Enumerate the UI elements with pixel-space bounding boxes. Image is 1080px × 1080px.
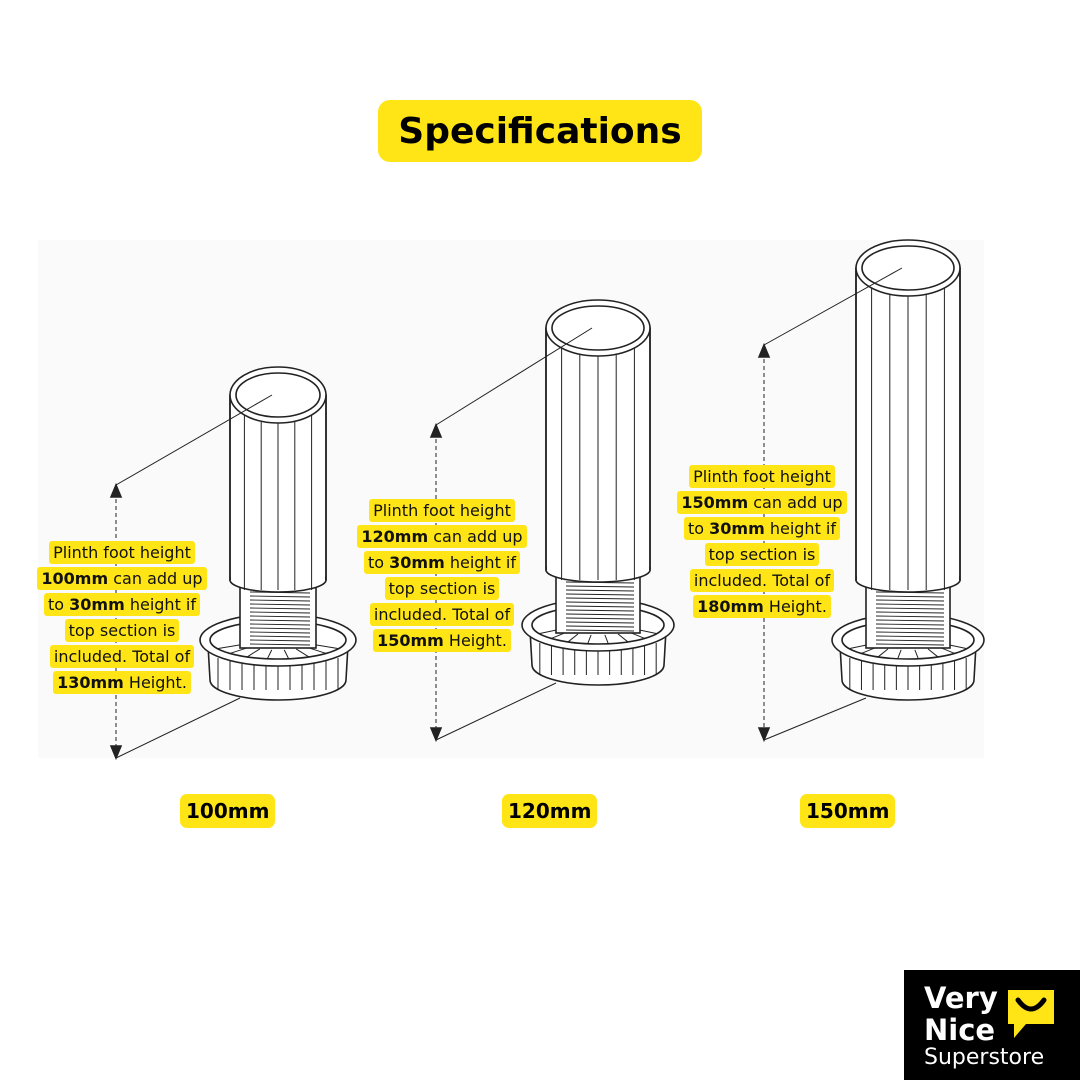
smile-speech-bubble-icon [1008,990,1054,1038]
note-line: Plinth foot height [49,541,195,564]
note-line: top section is [64,619,180,642]
note-100mm: Plinth foot height 100mm can add up to 30m… [24,540,220,696]
note-line: 150mm Height. [373,629,511,652]
note-line: 130mm Height. [53,671,191,694]
plinth-foot-100mm [109,366,357,761]
note-line: 100mm can add up [37,567,207,590]
page-title: Specifications [378,100,702,162]
note-line: to 30mm height if [683,517,840,540]
note-line: Plinth foot height [689,465,835,488]
logo-line-1: Very [924,981,998,1015]
brand-logo: Very Nice Superstore [904,970,1080,1080]
note-line: 180mm Height. [693,595,831,618]
note-line: top section is [704,543,820,566]
size-label-120mm: 120mm [502,794,598,828]
note-line: included. Total of [689,569,835,592]
note-120mm: Plinth foot height 120mm can add up to 30m… [344,498,540,654]
logo-line-2: Nice [924,1013,996,1047]
plinth-foot-150mm [757,239,985,743]
size-label-150mm: 150mm [800,794,896,828]
note-line: 120mm can add up [357,525,527,548]
note-line: to 30mm height if [43,593,200,616]
note-line: 150mm can add up [677,491,847,514]
note-150mm: Plinth foot height 150mm can add up to 30m… [664,464,860,620]
note-line: included. Total of [49,645,195,668]
note-line: top section is [384,577,500,600]
logo-line-3: Superstore [924,1045,1045,1070]
note-line: to 30mm height if [363,551,520,574]
plinth-foot-120mm [429,299,675,743]
note-line: included. Total of [369,603,515,626]
size-label-100mm: 100mm [180,794,276,828]
note-line: Plinth foot height [369,499,515,522]
